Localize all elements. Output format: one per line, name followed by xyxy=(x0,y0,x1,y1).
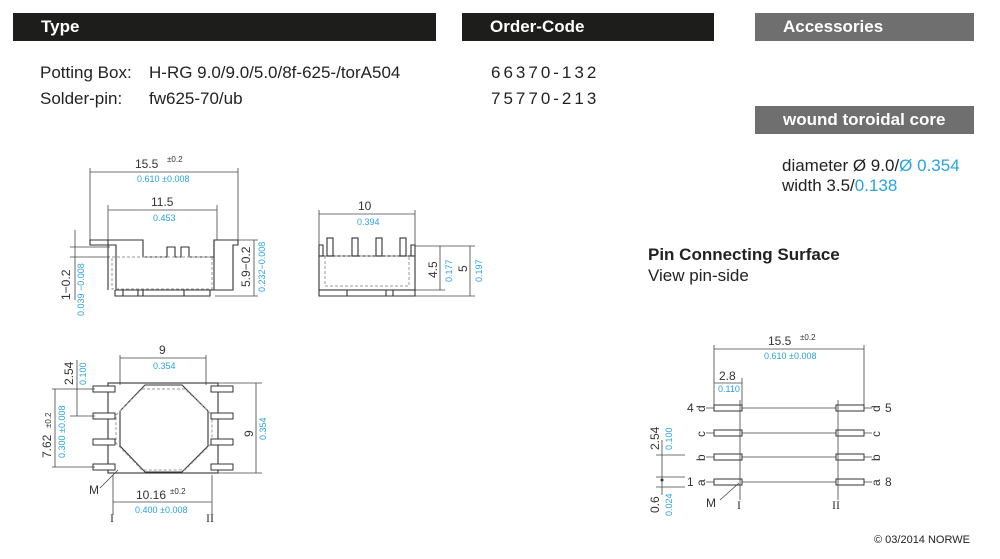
pins-pitch-mm: 2.54 xyxy=(648,426,662,450)
pin-letter-left: c xyxy=(694,431,708,437)
top-row1-label: I xyxy=(110,511,114,525)
pins-width-tol: ±0.2 xyxy=(800,333,816,342)
accessories-header: Accessories xyxy=(755,13,974,41)
pin-letter-left: d xyxy=(694,405,708,412)
pin-number-left: 4 xyxy=(687,401,694,415)
side-width-in: 0.610 ±0.008 xyxy=(137,174,189,184)
top-row2-label: II xyxy=(206,511,214,525)
pins-offset-mm: 0.6 xyxy=(648,496,662,513)
front-h2-in: 0.197 xyxy=(474,259,484,282)
potting-box-code: 66370-132 xyxy=(491,63,600,82)
side-width-mm: 15.5 xyxy=(135,157,159,171)
front-h1-mm: 4.5 xyxy=(426,261,440,278)
copyright: © 03/2014 NORWE xyxy=(874,534,970,546)
solder-pin-right xyxy=(835,429,865,437)
top-row-in: 0.400 ±0.008 xyxy=(135,505,187,515)
front-h2-mm: 5 xyxy=(456,265,470,272)
pin-letter-right: b xyxy=(869,454,883,461)
top-view-pins xyxy=(92,385,234,471)
pins-marker: M xyxy=(706,496,716,510)
top-width-in: 0.354 xyxy=(153,361,176,371)
potting-box-value: H-RG 9.0/9.0/5.0/8f-625-/torA504 xyxy=(149,63,401,82)
solder-pin-code: 75770-213 xyxy=(491,89,600,108)
pins-pitch-in: 0.100 xyxy=(664,427,674,450)
top-height-in: 0.354 xyxy=(258,417,268,440)
side-inner-in: 0.453 xyxy=(153,213,176,223)
pin-letter-right: a xyxy=(869,479,883,486)
front-h1-in: 0.177 xyxy=(444,259,454,282)
pins-pin-mm: 2.8 xyxy=(719,369,736,383)
solder-pin-left xyxy=(713,478,743,486)
pins-pin-in: 0.110 xyxy=(718,384,740,394)
side-width-tol: ±0.2 xyxy=(167,155,183,164)
side-inner-mm: 11.5 xyxy=(151,195,174,209)
pin-letter-right: c xyxy=(869,431,883,437)
pin-surface-subtitle: View pin-side xyxy=(648,266,749,285)
potting-box-label: Potting Box: xyxy=(40,63,132,82)
pins-width-in: 0.610 ±0.008 xyxy=(764,351,816,361)
solder-pin-right xyxy=(835,478,865,486)
solder-pin-left xyxy=(713,404,743,412)
solder-pin-value: fw625-70/ub xyxy=(149,89,243,108)
top-span-mm: 7.62 xyxy=(40,434,54,458)
front-width-in: 0.394 xyxy=(357,217,380,227)
front-view-drawing: 10 0.394 4.5 0.177 5 0.197 xyxy=(318,199,484,297)
side-height-in: 0.232−0.008 xyxy=(257,242,267,292)
core-width: width 3.5/0.138 xyxy=(782,176,897,196)
front-width-mm: 10 xyxy=(358,199,372,213)
top-pitch-mm: 2.54 xyxy=(62,361,76,385)
side-pin-in: 0.039 −0.008 xyxy=(76,263,86,316)
top-row-tol: ±0.2 xyxy=(170,487,186,496)
side-height-mm: 5.9−0.2 xyxy=(239,246,253,287)
core-width-inch: 0.138 xyxy=(854,176,898,195)
pin-letter-left: a xyxy=(694,479,708,486)
top-width-mm: 9 xyxy=(159,343,166,357)
type-header: Type xyxy=(13,13,436,41)
order-code-header: Order-Code xyxy=(462,13,714,41)
solder-pin-right xyxy=(835,453,865,461)
pin-letter-left: b xyxy=(694,454,708,461)
top-span-tol: ±0.2 xyxy=(44,412,53,428)
pin-number-left: 1 xyxy=(687,475,694,489)
side-view-drawing: 15.5 ±0.2 0.610 ±0.008 11.5 0.453 5.9−0.… xyxy=(59,155,267,316)
top-marker: M xyxy=(89,483,99,497)
wound-core-header: wound toroidal core xyxy=(755,106,974,134)
top-span-in: 0.300 ±0.008 xyxy=(57,406,67,458)
pins-row1-label: I xyxy=(737,498,741,512)
top-pitch-in: 0.100 xyxy=(78,362,88,385)
pins-width-mm: 15.5 xyxy=(768,334,792,348)
pin-surface-title: Pin Connecting Surface xyxy=(648,245,840,264)
solder-pin-left xyxy=(713,453,743,461)
top-view-drawing: 9 0.354 9 0.354 7.62 ±0.2 0.300 ±0.008 2… xyxy=(40,343,268,525)
pin-number-right: 8 xyxy=(885,475,892,489)
pins-row2-label: II xyxy=(832,498,840,512)
core-diameter-inch: Ø 0.354 xyxy=(899,156,960,175)
pin-letter-right: d xyxy=(869,405,883,412)
core-diameter-label: diameter Ø 9.0/ xyxy=(782,156,900,175)
top-row-mm: 10.16 xyxy=(136,488,166,502)
solder-pin-left xyxy=(713,429,743,437)
side-pin-mm: 1−0.2 xyxy=(59,269,73,300)
top-height-mm: 9 xyxy=(242,430,256,437)
pins-offset-in: 0.024 xyxy=(664,493,674,516)
core-width-label: width 3.5/ xyxy=(782,176,855,195)
pin-number-right: 5 xyxy=(885,401,892,415)
solder-pin-right xyxy=(835,404,865,412)
core-diameter: diameter Ø 9.0/Ø 0.354 xyxy=(782,156,960,176)
solder-pin-label: Solder-pin: xyxy=(40,89,123,108)
